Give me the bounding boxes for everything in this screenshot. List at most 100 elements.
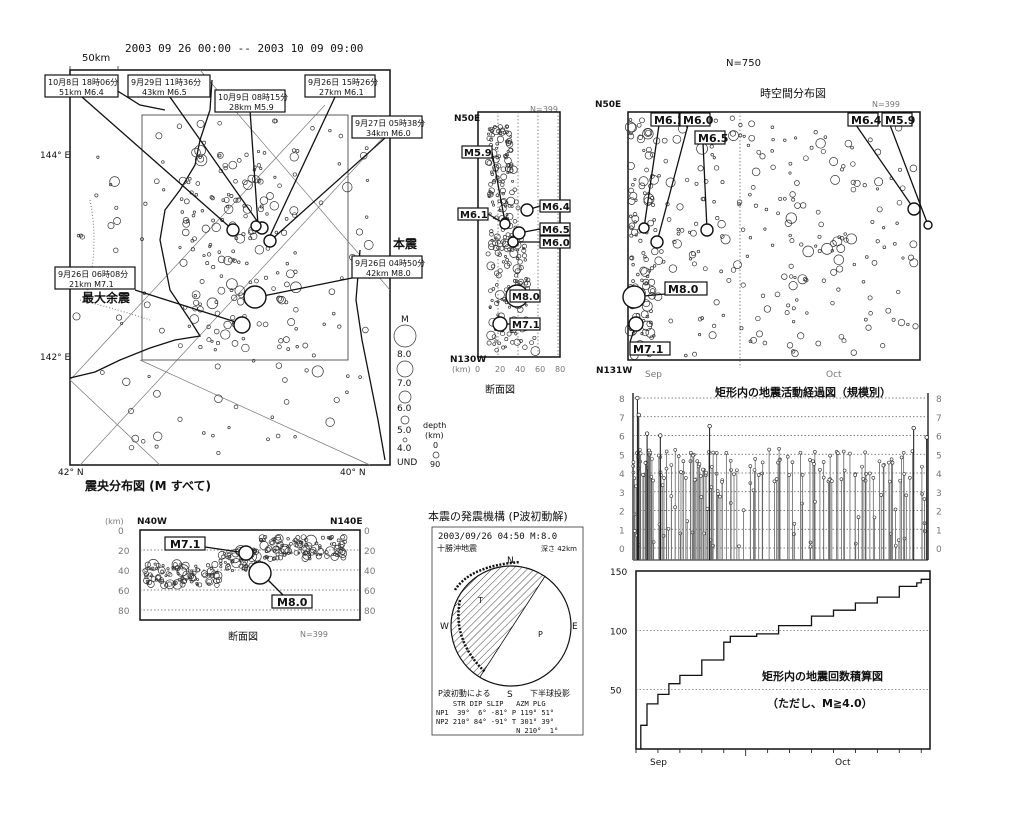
event-marker — [631, 460, 636, 464]
hypocenter — [492, 342, 496, 346]
event-marker — [699, 495, 704, 499]
polarity-markers — [453, 560, 521, 673]
event — [770, 164, 776, 170]
event-label: M7.1 — [512, 320, 540, 331]
event — [895, 221, 899, 225]
epicenter — [210, 339, 214, 343]
dir-s: S — [507, 690, 513, 700]
event — [748, 236, 753, 240]
event — [652, 264, 657, 268]
hypocenter — [489, 232, 494, 237]
event — [628, 118, 633, 122]
event — [661, 259, 666, 264]
epicenter — [199, 279, 205, 284]
event-marker — [689, 450, 693, 455]
epicenter — [233, 197, 239, 203]
event-marker — [777, 446, 781, 451]
event — [794, 180, 800, 186]
epicenter — [276, 295, 283, 302]
hypocenter — [335, 554, 339, 558]
event-marker — [813, 499, 817, 504]
event-marker — [812, 462, 816, 466]
epicenter — [182, 219, 191, 228]
event — [843, 237, 849, 243]
epicenter — [189, 314, 200, 324]
epicenter — [282, 377, 288, 383]
event — [649, 266, 654, 271]
epicenter — [237, 158, 242, 163]
epicenter — [76, 234, 81, 238]
hypocenter — [274, 536, 282, 545]
mechanism-row: NP2 210° 84° -91° T 301° 39° — [436, 718, 554, 726]
hypocenter — [195, 567, 201, 573]
hypocenter — [340, 534, 345, 540]
epicenter — [273, 175, 277, 179]
epicenter — [181, 228, 190, 237]
event-marker — [709, 485, 714, 490]
epicenter — [211, 265, 216, 270]
epicenter — [188, 177, 192, 181]
event — [638, 176, 649, 187]
hypocenter — [289, 551, 293, 555]
callout-lead — [269, 137, 386, 242]
event-marker — [800, 501, 804, 506]
event — [703, 179, 709, 184]
event — [668, 264, 678, 273]
event — [770, 125, 775, 130]
event — [813, 130, 818, 135]
y-tick-label: 8 — [619, 395, 625, 405]
event — [830, 240, 837, 247]
hypocenter — [177, 564, 190, 576]
event — [876, 206, 883, 213]
hypocenter — [486, 330, 496, 341]
epicenter — [183, 198, 190, 205]
hypocenter — [505, 213, 509, 216]
y-tick-label: 1 — [619, 526, 625, 536]
hypocenter — [277, 555, 284, 561]
event — [733, 260, 742, 270]
hypocenter — [506, 153, 510, 157]
event-marker — [666, 526, 671, 531]
event-marker — [839, 477, 844, 481]
hypocenter — [276, 541, 284, 549]
epicenter — [293, 269, 298, 274]
grid-line — [69, 104, 326, 381]
hypocenter — [301, 554, 310, 562]
event-marker — [774, 477, 779, 481]
callout-box — [214, 89, 286, 113]
epicenter — [342, 181, 353, 193]
hypocenter — [510, 204, 514, 208]
event — [632, 212, 638, 217]
event — [676, 231, 681, 236]
epicenter — [176, 123, 183, 129]
event — [738, 123, 743, 128]
event — [672, 239, 682, 249]
hypocenter — [505, 124, 510, 129]
hypocenter — [325, 546, 336, 557]
event-marker — [872, 515, 877, 520]
epicenter — [232, 258, 237, 263]
hypocenter — [522, 253, 527, 259]
event — [712, 156, 716, 160]
epicenter — [206, 337, 212, 343]
event-marker — [650, 457, 654, 461]
hypocenter — [504, 255, 507, 258]
event-marker — [756, 473, 761, 477]
event-label: M5.9 — [885, 114, 915, 127]
hypocenter — [295, 535, 301, 541]
event — [702, 266, 708, 272]
epicenter — [250, 232, 258, 240]
hypocenter — [230, 558, 235, 563]
epicenter — [191, 290, 201, 300]
hypocenter — [244, 568, 248, 572]
hypocenter — [280, 543, 284, 547]
event-marker — [848, 451, 852, 456]
hypocenter — [314, 541, 319, 546]
event — [830, 300, 835, 306]
event — [639, 117, 645, 124]
epicenter — [363, 240, 374, 250]
event — [867, 295, 873, 301]
epicenter — [284, 300, 289, 305]
event-marker — [871, 476, 876, 480]
